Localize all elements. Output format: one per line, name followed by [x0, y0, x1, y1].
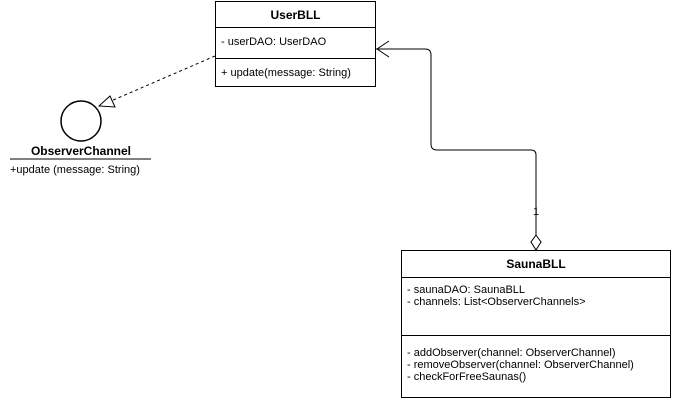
aggregation-diamond: [530, 234, 542, 251]
userbll-class[interactable]: UserBLL - userDAO: UserDAO + update(mess…: [215, 1, 376, 87]
realization-line: [110, 55, 216, 102]
operation: + update(message: String): [221, 67, 351, 79]
realization-arrowhead: [97, 95, 116, 108]
attribute: - userDAO: UserDAO: [221, 36, 327, 48]
class-name: SaunaBLL: [402, 251, 670, 278]
observerchannel-interface-icon: [60, 100, 102, 142]
class-name: UserBLL: [216, 2, 375, 28]
attribute: - channels: List<ObserverChannels>: [407, 296, 586, 308]
attributes-section: - saunaDAO: SaunaBLL - channels: List<Ob…: [402, 278, 670, 335]
operations-section: - addObserver(channel: ObserverChannel) …: [402, 335, 670, 397]
multiplicity-label: 1: [533, 206, 540, 218]
association-line: [376, 48, 537, 236]
association-arrowhead: [376, 40, 390, 58]
saunabll-class[interactable]: SaunaBLL - saunaDAO: SaunaBLL - channels…: [401, 250, 671, 398]
attribute: - saunaDAO: SaunaBLL: [407, 284, 526, 296]
interface-operation: +update (message: String): [10, 164, 140, 176]
attributes-section: - userDAO: UserDAO: [216, 28, 375, 58]
operation: - removeObserver(channel: ObserverChanne…: [407, 359, 634, 371]
operations-section: + update(message: String): [216, 58, 375, 86]
interface-name: ObserverChannel: [30, 144, 132, 158]
operation: - checkForFreeSaunas(): [407, 371, 527, 383]
operation: - addObserver(channel: ObserverChannel): [407, 347, 616, 359]
